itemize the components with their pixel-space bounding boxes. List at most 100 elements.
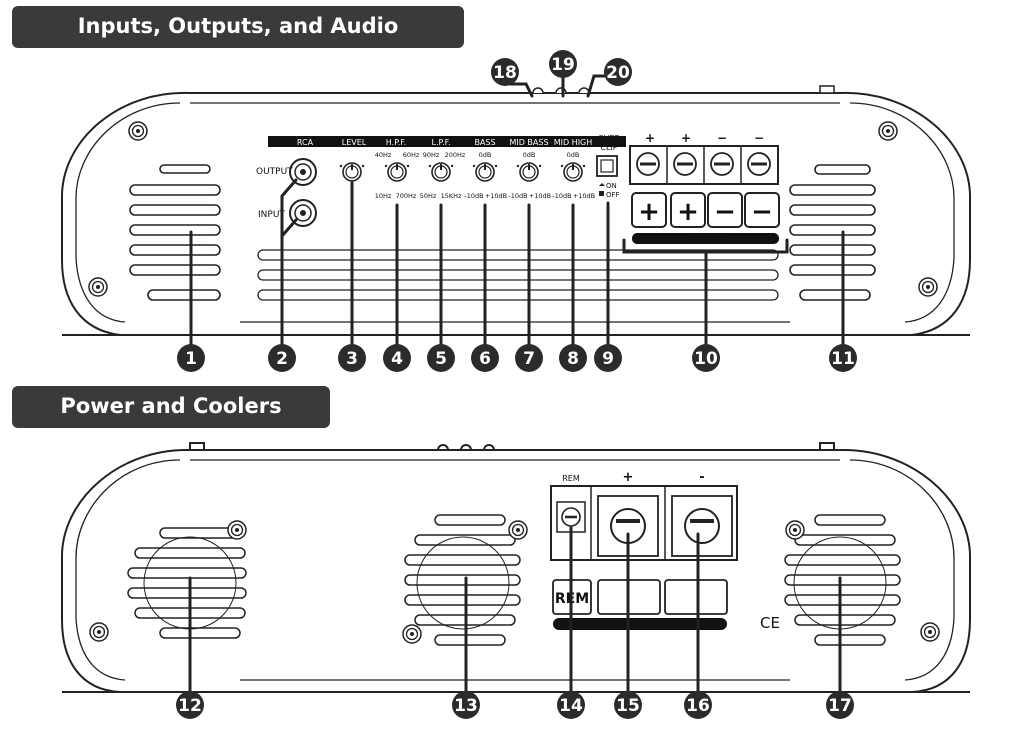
rem-label: REM <box>562 474 580 483</box>
cooler-fan-center <box>404 514 521 646</box>
callout-number: 11 <box>831 349 855 369</box>
callout-number: 10 <box>694 349 718 369</box>
speaker-polarity-boxes <box>631 192 780 228</box>
level-label: LEVEL <box>342 138 367 147</box>
callout-14: 14 <box>557 691 585 719</box>
rca-output-jack[interactable] <box>289 158 317 186</box>
lpf-scale-top-low: 90Hz <box>423 151 440 159</box>
callout-number: 4 <box>391 349 403 369</box>
terminal-minus-label: − <box>717 131 727 145</box>
bass-label: BASS <box>474 138 495 147</box>
bass-scale-bot-high: +10dB <box>485 192 507 200</box>
callout-number: 19 <box>551 55 575 75</box>
polarity-minus: − <box>751 197 773 227</box>
polarity-plus: + <box>677 197 699 227</box>
polarity-minus: − <box>714 197 736 227</box>
callout-8: 8 <box>559 344 587 372</box>
bass-scale-top: 0dB <box>479 151 492 159</box>
callout-number: 6 <box>479 349 491 369</box>
bass-knob[interactable] <box>471 162 499 182</box>
rem-terminal-screw[interactable] <box>561 507 581 527</box>
callout-17: 17 <box>826 691 854 719</box>
power-plus-label: + <box>623 470 634 485</box>
callout-5: 5 <box>427 344 455 372</box>
output-label: OUTPUT <box>256 167 293 177</box>
callout-leaders-top <box>189 74 845 347</box>
callout-18: 18 <box>491 58 519 86</box>
terminal-minus-label: − <box>754 131 764 145</box>
level-knob[interactable] <box>338 162 366 182</box>
callout-number: 5 <box>435 349 447 369</box>
mid-bass-knob[interactable] <box>515 162 543 182</box>
terminal-plus-label: + <box>645 131 655 145</box>
mid-high-scale-top: 0dB <box>567 151 580 159</box>
lpf-knob[interactable] <box>427 162 455 182</box>
rca-label: RCA <box>297 138 314 147</box>
callout-number: 1 <box>185 349 197 369</box>
bottom-amplifier-panel <box>60 442 972 693</box>
speaker-terminal-screw[interactable] <box>636 152 771 176</box>
callout-16: 16 <box>684 691 712 719</box>
mid-high-knob[interactable] <box>559 162 587 182</box>
input-label: INPUT <box>258 210 285 220</box>
lpf-scale-bot-high: 15KHz <box>441 192 462 200</box>
terminal-plus-label: + <box>681 131 691 145</box>
cooler-fan-right <box>784 514 901 646</box>
callout-number: 3 <box>346 349 358 369</box>
hpf-scale-top-low: 40Hz <box>375 151 392 159</box>
hpf-knob[interactable] <box>383 162 411 182</box>
callout-11: 11 <box>829 344 857 372</box>
callout-4: 4 <box>383 344 411 372</box>
callout-number: 13 <box>454 696 478 716</box>
over-label: OVER <box>598 134 621 143</box>
mid-bass-scale-bot-low: -10dB <box>508 192 527 200</box>
callout-number: 15 <box>616 696 640 716</box>
vent-right-top <box>789 164 876 301</box>
callout-12: 12 <box>176 691 204 719</box>
over-clip-switch[interactable] <box>596 155 618 177</box>
section-title-power: Power and Coolers <box>12 386 330 428</box>
callout-2: 2 <box>268 344 296 372</box>
callout-6: 6 <box>471 344 499 372</box>
lpf-label: L.P.F. <box>432 138 451 147</box>
callout-1: 1 <box>177 344 205 372</box>
rca-input-jack[interactable] <box>289 199 317 227</box>
callout-number: 7 <box>523 349 535 369</box>
callout-number: 14 <box>559 696 583 716</box>
lpf-scale-bot-low: 50Hz <box>420 192 437 200</box>
callout-13: 13 <box>452 691 480 719</box>
callout-10: 10 <box>692 344 720 372</box>
cooler-fan-left <box>127 527 247 639</box>
callout-number: 8 <box>567 349 579 369</box>
switch-off-marker-icon <box>599 191 604 196</box>
callout-3: 3 <box>338 344 366 372</box>
callout-number: 18 <box>493 63 517 83</box>
hpf-scale-bot-low: 10Hz <box>375 192 392 200</box>
speaker-label: SPEAKER <box>687 235 724 244</box>
vent-middle-top <box>257 249 779 301</box>
callout-20: 20 <box>604 58 632 86</box>
hpf-label: H.P.F. <box>386 138 406 147</box>
callout-number: 20 <box>606 63 630 83</box>
callout-number: 9 <box>602 349 614 369</box>
mid-bass-scale-top: 0dB <box>523 151 536 159</box>
mid-high-scale-bot-high: +10dB <box>573 192 595 200</box>
callout-9: 9 <box>594 344 622 372</box>
mid-high-label: MID HIGH <box>554 138 593 147</box>
clip-label: CLIP <box>600 143 617 152</box>
power-label: POWER <box>625 620 655 629</box>
bass-scale-bot-low: -10dB <box>464 192 483 200</box>
callout-19: 19 <box>549 50 577 78</box>
callout-7: 7 <box>515 344 543 372</box>
speaker-label-bar <box>632 233 779 244</box>
mid-high-scale-bot-low: -10dB <box>552 192 571 200</box>
callout-15: 15 <box>614 691 642 719</box>
hpf-scale-bot-high: 700Hz <box>396 192 417 200</box>
callout-number: 17 <box>828 696 852 716</box>
mid-bass-scale-bot-high: +10dB <box>529 192 551 200</box>
callout-number: 12 <box>178 696 202 716</box>
power-label-bar <box>553 618 727 630</box>
power-negative-screw[interactable] <box>684 508 720 544</box>
callout-number: 2 <box>276 349 288 369</box>
